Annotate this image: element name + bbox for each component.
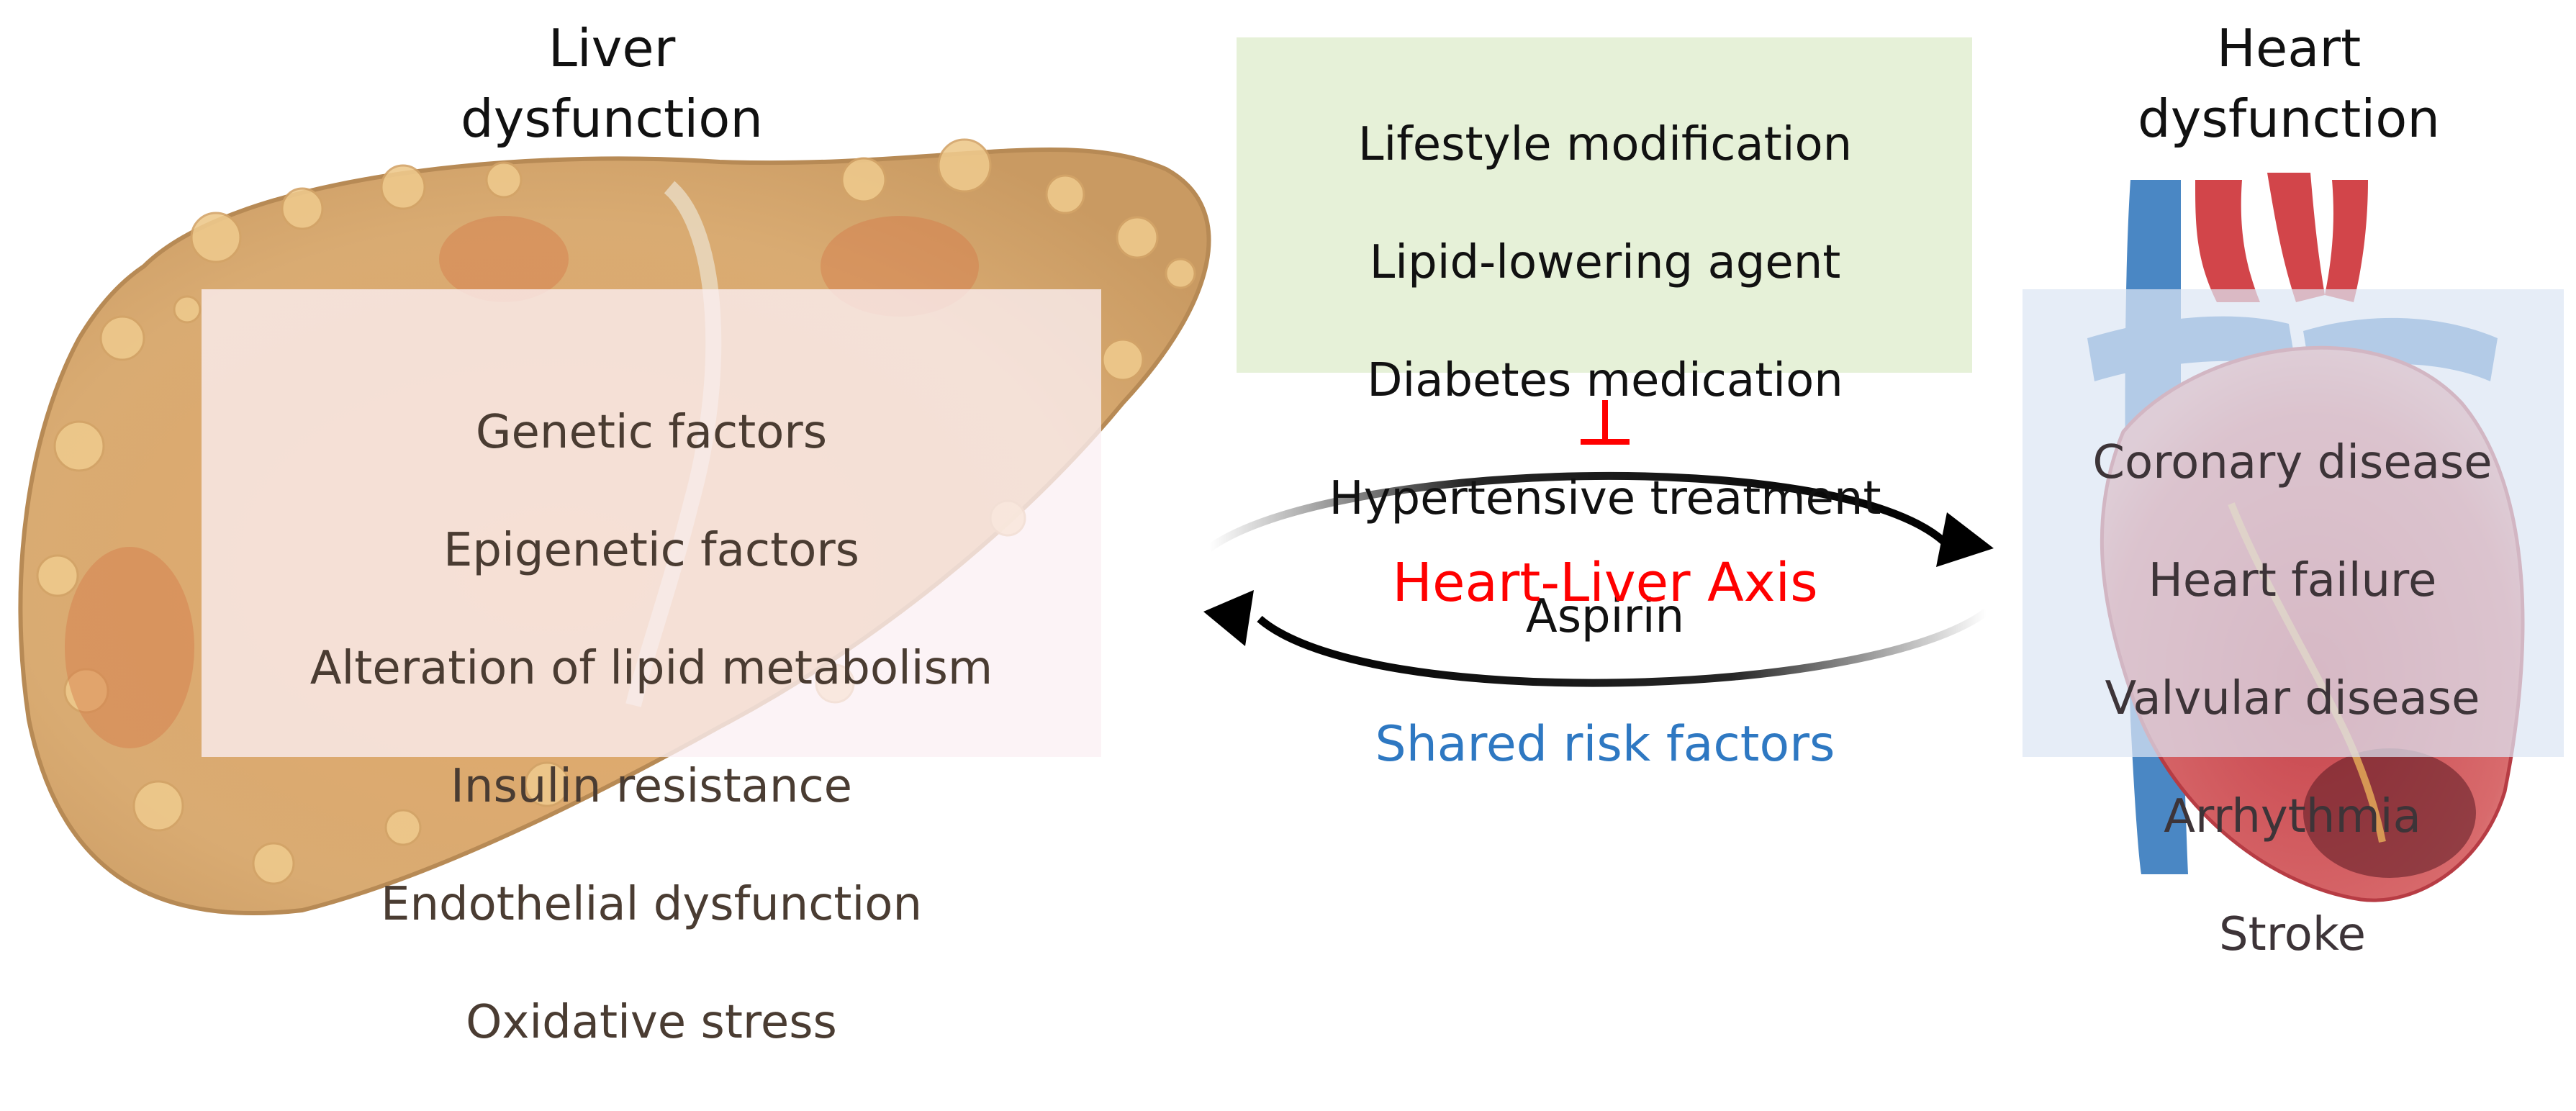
bidirectional-arrows	[1203, 471, 1994, 687]
heart-condition-item: Arrhythmia	[2164, 790, 2421, 843]
treatment-item: Lifestyle modification	[1357, 118, 1853, 171]
liver-factor-item: Oxidative stress	[466, 996, 837, 1049]
heart-infarct	[2303, 748, 2476, 878]
heart-condition-item: Valvular disease	[2105, 672, 2480, 725]
treatment-item: Lipid-lowering agent	[1369, 236, 1841, 289]
liver-factor-item: Insulin resistance	[451, 760, 852, 813]
shared-risk-label: Shared risk factors	[1375, 716, 1835, 773]
heart-conditions-list: Coronary disease Heart failure Valvular …	[2019, 374, 2566, 1023]
treatment-item: Hypertensive treatment	[1329, 472, 1881, 525]
heart-conditions-box	[2023, 289, 2564, 757]
treatment-list: Lifestyle modification Lipid-lowering ag…	[1238, 56, 1972, 705]
arrow-head-right	[1936, 512, 1994, 567]
arrow-head-left	[1203, 590, 1254, 646]
liver-title: Liver dysfunction	[461, 18, 763, 149]
heart-title: Heart dysfunction	[2138, 18, 2440, 149]
diagram-canvas	[18, 37, 2564, 915]
heart-condition-item: Coronary disease	[2092, 436, 2493, 489]
treatment-item: Aspirin	[1525, 590, 1685, 643]
aorta-vessels	[2195, 180, 2260, 302]
liver-factors-box	[202, 289, 1101, 757]
axis-label: Heart-Liver Axis	[1392, 552, 1818, 614]
heart-condition-item: Stroke	[2219, 908, 2366, 961]
treatment-box	[1237, 37, 1972, 373]
liver-fat-nodules	[36, 138, 1196, 885]
liver-factor-item: Epigenetic factors	[443, 524, 860, 577]
arrow-to-liver	[1257, 608, 1989, 687]
liver-factor-item: Genetic factors	[475, 406, 828, 459]
heart-condition-item: Heart failure	[2148, 554, 2437, 607]
arrow-to-heart	[1206, 471, 1946, 552]
inhibition-t-bar	[1581, 400, 1630, 445]
liver-factor-item: Endothelial dysfunction	[381, 878, 922, 931]
treatment-item: Diabetes medication	[1367, 354, 1843, 407]
liver-factor-item: Alteration of lipid metabolism	[309, 642, 993, 695]
liver-factors-list: Genetic factors Epigenetic factors Alter…	[202, 344, 1101, 1111]
